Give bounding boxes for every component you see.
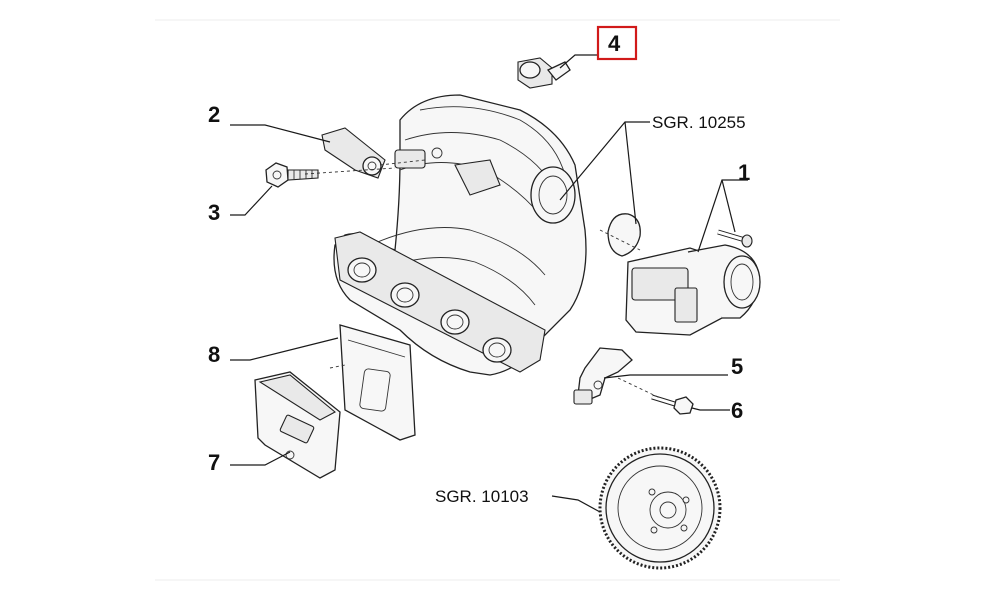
gasket-plate (339, 324, 416, 441)
sensor-part-2 (321, 127, 386, 179)
callout-1: 1 (738, 160, 750, 185)
leader-lines (230, 54, 748, 513)
assembly-line-6 (617, 377, 661, 399)
callout-7: 7 (208, 450, 220, 475)
ecu-module (254, 371, 341, 479)
throttle-gasket (607, 213, 641, 257)
throttle-screw (717, 229, 753, 248)
callout-4: 4 (608, 31, 621, 56)
bolt-part-6 (651, 394, 694, 415)
intake-manifold (333, 94, 587, 376)
callout-8: 8 (208, 342, 220, 367)
callout-6: 6 (731, 398, 743, 423)
flywheel (598, 446, 722, 570)
bolt-part-3 (265, 162, 319, 188)
reference-flywheel: SGR. 10103 (435, 487, 529, 506)
assembly-line-gasket (599, 229, 641, 251)
reference-intake: SGR. 10255 (652, 113, 746, 132)
knock-sensor (517, 57, 571, 89)
assembly-line-8 (329, 364, 346, 369)
throttle-body (625, 244, 761, 336)
assembly-line-2 (379, 159, 426, 166)
callout-2: 2 (208, 102, 220, 127)
callout-3: 3 (208, 200, 220, 225)
callout-highlight-box (596, 25, 638, 61)
callout-5: 5 (731, 354, 743, 379)
